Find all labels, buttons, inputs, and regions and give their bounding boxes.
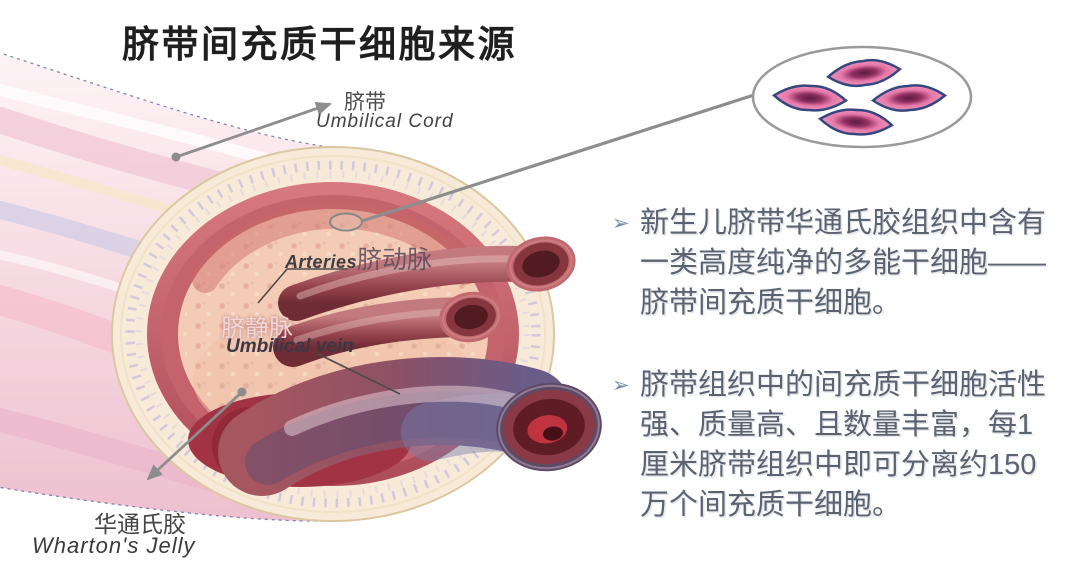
info-paragraph-2: ➢ 脐带组织中的间充质干细胞活性 强、质量高、且数量丰富，每1 厘米脐带组织中即… [612,365,1057,525]
info-paragraph-2-text: 脐带组织中的间充质干细胞活性 强、质量高、且数量丰富，每1 厘米脐带组织中即可分… [640,369,1047,521]
label-arteries-cn: 脐动脉 [357,246,433,274]
info-panel: ➢ 新生儿脐带华通氏胶组织中含有 一类高度纯净的多能干细胞—— 脐带间充质干细胞… [612,203,1057,525]
stem-cell-icon [772,84,848,112]
stem-cell-inset-circle [751,45,973,149]
info-paragraph-1: ➢ 新生儿脐带华通氏胶组织中含有 一类高度纯净的多能干细胞—— 脐带间充质干细胞… [612,203,1057,323]
label-whartons-jelly-en: Wharton's Jelly [32,533,196,558]
label-connectors [146,101,401,481]
label-umbilical-cord-en: Umbilical Cord [316,111,454,132]
label-arteries-en: Arteries [285,252,358,272]
vein-opening [496,382,602,472]
label-arteries: Arteries 脐动脉 [285,240,432,276]
umbilical-arteries [273,236,576,367]
label-umbilical-vein-en: Umbilical vein [226,336,354,357]
label-umbilical-cord-cn: 脐带 [344,91,386,114]
inset-connector-line [361,93,755,223]
arrow-bullet-icon: ➢ [612,374,630,397]
artery-opening-1 [506,236,576,292]
label-umbilical-vein-cn: 脐静脉 [221,315,293,342]
stem-cell-icon [871,84,947,112]
sample-area-oval [329,212,363,232]
umbilical-vein [188,357,602,496]
label-whartons-jelly-cn: 华通氏胶 [94,511,186,537]
stem-cell-icon [826,58,902,88]
artery-opening-2 [439,291,503,343]
page-title: 脐带间充质干细胞来源 [122,24,517,65]
info-paragraph-1-text: 新生儿脐带华通氏胶组织中含有 一类高度纯净的多能干细胞—— 脐带间充质干细胞。 [640,207,1047,319]
stem-cell-icon [818,108,894,136]
arrow-bullet-icon: ➢ [612,212,630,235]
